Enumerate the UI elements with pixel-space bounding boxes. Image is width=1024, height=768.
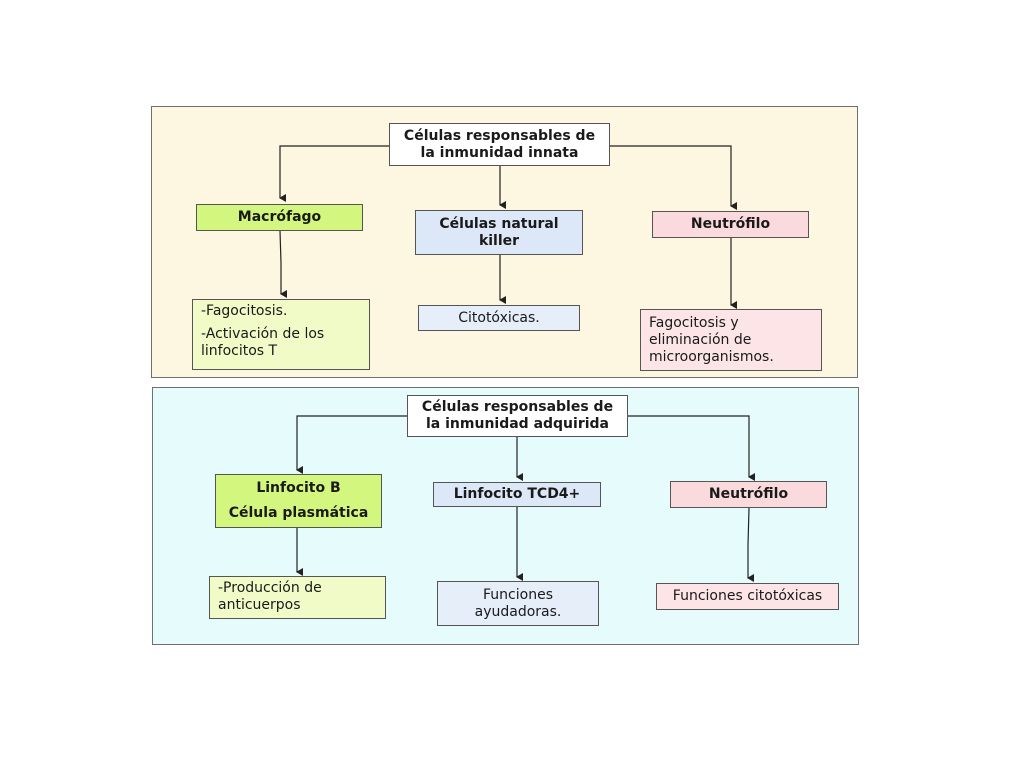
acquired-header-line1: Células responsables de	[421, 399, 614, 415]
macrofago-desc-line1: -Fagocitosis.	[201, 303, 288, 319]
tcd4-desc-box: Funciones ayudadoras.	[437, 581, 599, 626]
linfocito-tcd4-label: Linfocito TCD4+	[453, 486, 581, 502]
celula-plasmatica-label: Célula plasmática	[228, 505, 369, 521]
acquired-header-line2: la inmunidad adquirida	[426, 416, 609, 432]
linfocito-b-desc-line2: anticuerpos	[218, 597, 301, 613]
macrofago-label: Macrófago	[237, 209, 322, 225]
neutrofilo-innate-label: Neutrófilo	[690, 216, 771, 232]
nk-box: Células natural killer	[415, 210, 583, 255]
tcd4-desc-line1: Funciones	[483, 586, 553, 603]
neutrofilo-innate-desc-line3: microorganismos.	[649, 349, 774, 365]
neutrofilo-innate-box: Neutrófilo	[652, 211, 809, 238]
linfocito-b-label: Linfocito B	[256, 480, 341, 496]
innate-header-line2: la inmunidad innata	[420, 144, 579, 161]
acquired-header-box: Células responsables de la inmunidad adq…	[407, 395, 628, 437]
linfocito-b-box: Linfocito B Célula plasmática	[215, 474, 382, 528]
linfocito-b-desc-box: -Producción de anticuerpos	[209, 576, 386, 619]
nk-label-line1: Células natural	[439, 215, 559, 232]
nk-desc-box: Citotóxicas.	[418, 305, 580, 331]
linfocito-tcd4-box: Linfocito TCD4+	[433, 482, 601, 507]
connector-macrofago-desc	[279, 230, 287, 298]
nk-desc-text: Citotóxicas.	[458, 309, 540, 326]
nk-label-line2: killer	[478, 232, 520, 249]
innate-header-line1: Células responsables de	[403, 127, 596, 144]
macrofago-desc-box: -Fagocitosis. -Activación de los linfoci…	[192, 299, 370, 370]
neutrofilo-acquired-label: Neutrófilo	[708, 486, 789, 502]
neutrofilo-innate-desc-line1: Fagocitosis y	[649, 315, 739, 331]
neutrofilo-acquired-box: Neutrófilo	[670, 481, 827, 508]
neutrofilo-innate-desc-line2: eliminación de	[649, 332, 752, 348]
neutrofilo-innate-desc-box: Fagocitosis y eliminación de microorgani…	[640, 309, 822, 371]
macrofago-desc-line2: -Activación de los	[201, 326, 325, 342]
connector-acquired-linfocitob	[296, 415, 407, 474]
innate-header-box: Células responsables de la inmunidad inn…	[389, 123, 610, 166]
connector-innate-macrofago	[279, 145, 389, 202]
connector-innate-neutrofilo	[610, 145, 737, 210]
macrofago-desc-line3: linfocitos T	[201, 343, 278, 359]
connector-acquired-neutrofilo	[628, 415, 755, 481]
neutrofilo-acquired-desc-box: Funciones citotóxicas	[656, 583, 839, 610]
connector-neutrofilo2-desc	[747, 507, 754, 582]
linfocito-b-desc-line1: -Producción de	[218, 580, 322, 596]
tcd4-desc-line2: ayudadoras.	[474, 603, 562, 620]
neutrofilo-acquired-desc-text: Funciones citotóxicas	[672, 588, 823, 604]
macrofago-box: Macrófago	[196, 204, 363, 231]
